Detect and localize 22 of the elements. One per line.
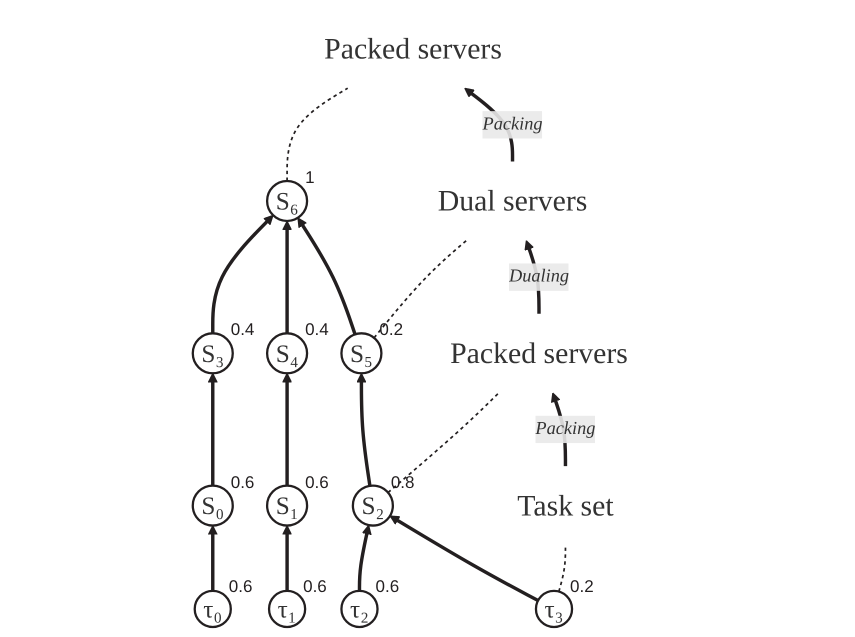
connector [558,545,566,592]
connector [373,240,468,338]
arrow [282,525,292,591]
node-text: Packed servers [324,32,502,66]
arrow [356,372,372,486]
connector [286,87,348,181]
arrow [211,214,274,334]
arrow [358,524,372,591]
node-circle: S₆ [266,180,308,222]
node-text: Task set [517,488,614,522]
edge-label: Packing [482,114,543,134]
edge-label: Packing [535,419,596,439]
arrow [282,220,292,334]
arrow [390,515,539,602]
edge-label: Dualing [508,266,570,286]
arrow [208,372,218,486]
arrow [297,217,357,335]
connector [387,392,500,494]
node-text: Dual servers [438,184,588,218]
arrow [208,525,218,591]
node-text: Packed servers [450,336,628,370]
arrow [282,372,292,486]
